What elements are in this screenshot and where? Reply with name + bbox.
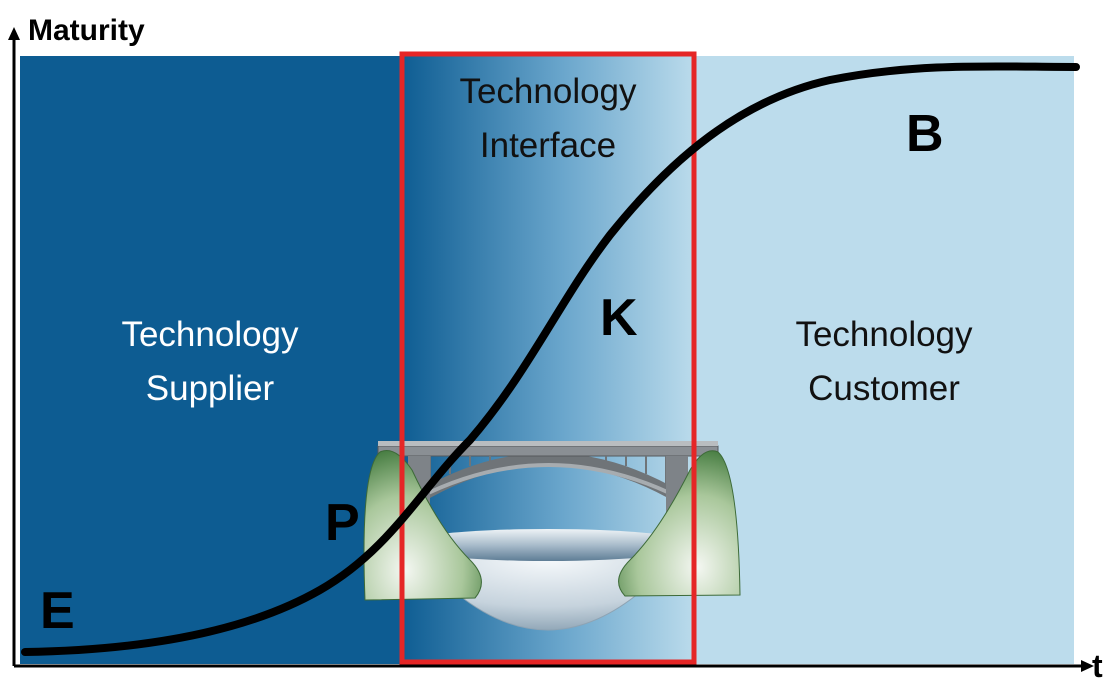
interface-label: Technology Interface [400,65,696,174]
curve-point-e: E [40,582,75,640]
curve-point-b: B [906,105,944,163]
x-axis-label: t [1092,648,1103,684]
x-axis-arrow-icon [1081,660,1094,672]
customer-label-line2: Customer [808,369,960,409]
y-axis-arrow-icon [8,27,20,40]
curve-point-k: K [600,289,638,347]
supplier-label-line2: Supplier [145,369,275,409]
supplier-label: Technology Supplier [60,308,360,417]
interface-zone-border [399,51,697,665]
customer-label-line1: Technology [795,315,973,354]
bridge-illustration [363,441,741,631]
customer-label: Technology Customer [734,308,1034,417]
supplier-zone [20,56,400,664]
supplier-label-line1: Technology [121,315,299,354]
y-axis-label: Maturity [28,14,145,47]
curve-point-p: P [325,494,360,552]
interface-label-line1: Technology [459,72,637,111]
customer-zone [696,56,1074,664]
maturity-curve [21,62,1080,656]
interface-label-line2: Interface [479,126,617,166]
